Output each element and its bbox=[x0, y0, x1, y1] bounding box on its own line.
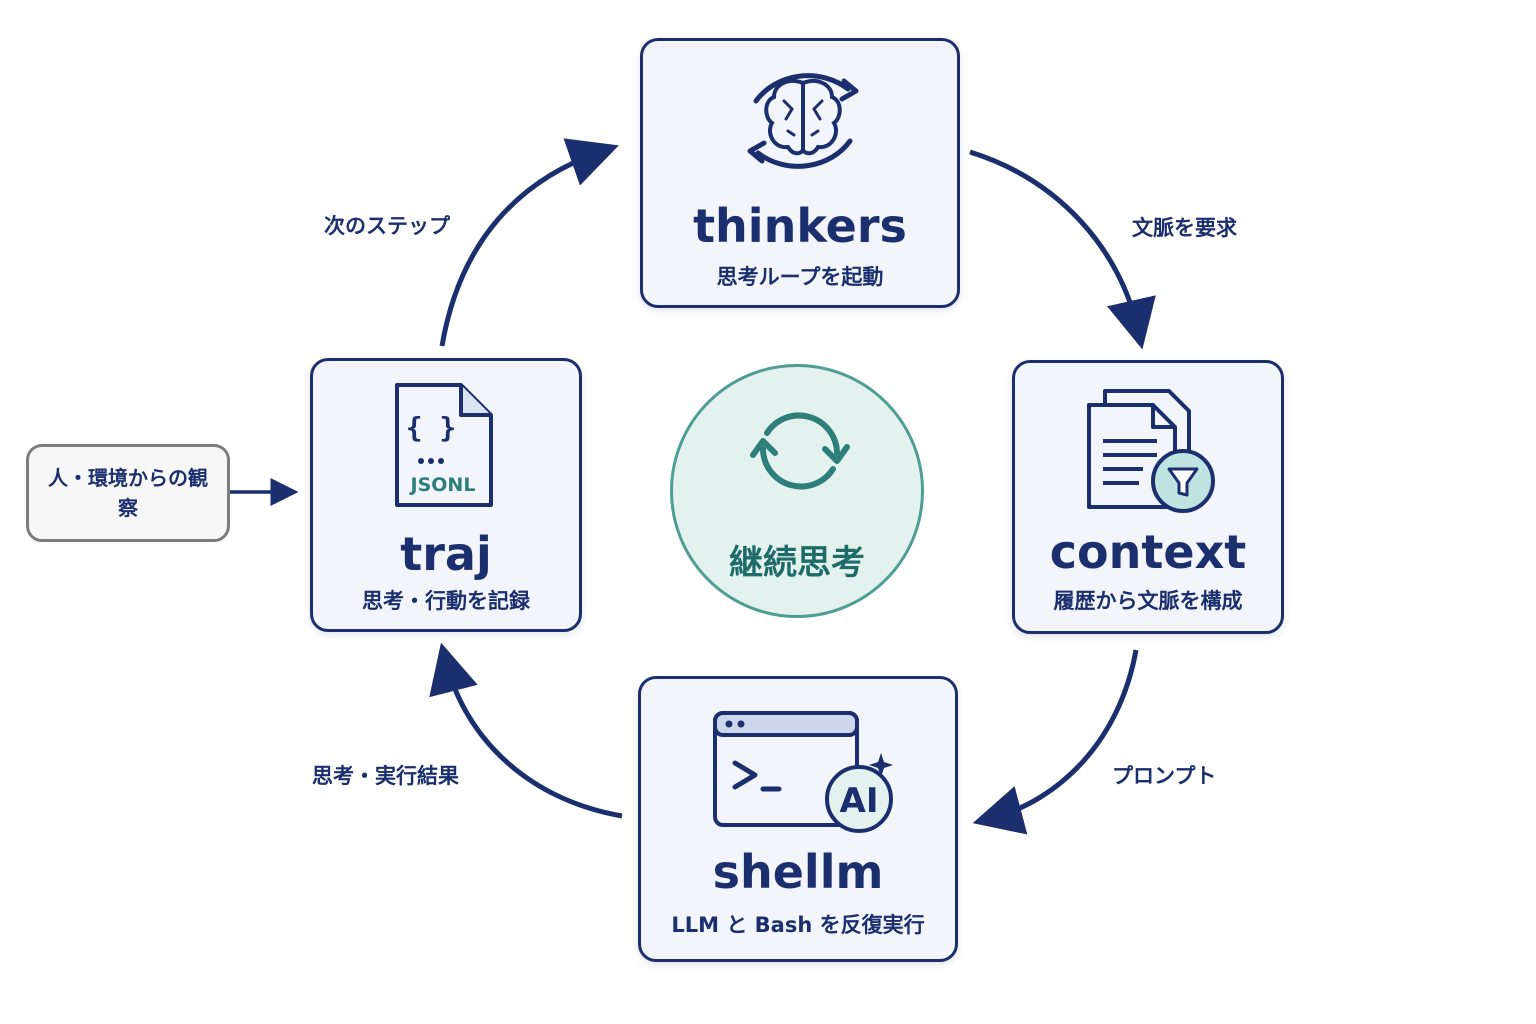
braces-text: { } bbox=[406, 411, 457, 444]
edge-label-next-step: 次のステップ bbox=[324, 214, 450, 238]
context-subtitle: 履歴から文脈を構成 bbox=[1053, 589, 1243, 613]
jsonl-badge: JSONL bbox=[409, 474, 476, 496]
json-file-icon: { } JSONL bbox=[395, 383, 493, 507]
thinkers-node: thinkers 思考ループを起動 bbox=[640, 38, 960, 308]
observation-label: 人・環境からの観察 bbox=[48, 466, 208, 520]
shellm-subtitle: LLM と Bash を反復実行 bbox=[671, 913, 925, 937]
traj-title: traj bbox=[400, 527, 492, 581]
refresh-cycle-icon bbox=[750, 412, 850, 490]
arrow-thinkers-to-context bbox=[969, 149, 1156, 350]
shellm-title: shellm bbox=[712, 845, 884, 899]
documents-filter-icon bbox=[1087, 389, 1215, 513]
center-circle: 継続思考 bbox=[670, 364, 924, 618]
observation-box: 人・環境からの観察 bbox=[26, 444, 230, 542]
arrow-context-to-shellm bbox=[972, 649, 1139, 835]
context-title: context bbox=[1049, 525, 1247, 579]
terminal-ai-icon: AI bbox=[713, 711, 893, 833]
edge-label-request-context: 文脈を要求 bbox=[1132, 216, 1237, 240]
ai-badge-text: AI bbox=[840, 781, 879, 821]
context-node: context 履歴から文脈を構成 bbox=[1012, 360, 1284, 634]
center-label: 継続思考 bbox=[729, 543, 865, 583]
traj-subtitle: 思考・行動を記録 bbox=[362, 589, 530, 613]
thinkers-subtitle: 思考ループを起動 bbox=[716, 265, 884, 289]
edge-label-prompt: プロンプト bbox=[1112, 764, 1217, 788]
arrow-shellm-to-traj bbox=[429, 642, 623, 819]
arrow-traj-to-thinkers bbox=[439, 138, 619, 347]
brain-cycle-icon bbox=[747, 73, 859, 169]
edge-label-result: 思考・実行結果 bbox=[312, 764, 459, 788]
traj-node: { } JSONL traj 思考・行動を記録 bbox=[310, 358, 582, 632]
shellm-node: AI shellm LLM と Bash を反復実行 bbox=[638, 676, 958, 962]
thinkers-title: thinkers bbox=[693, 199, 907, 253]
